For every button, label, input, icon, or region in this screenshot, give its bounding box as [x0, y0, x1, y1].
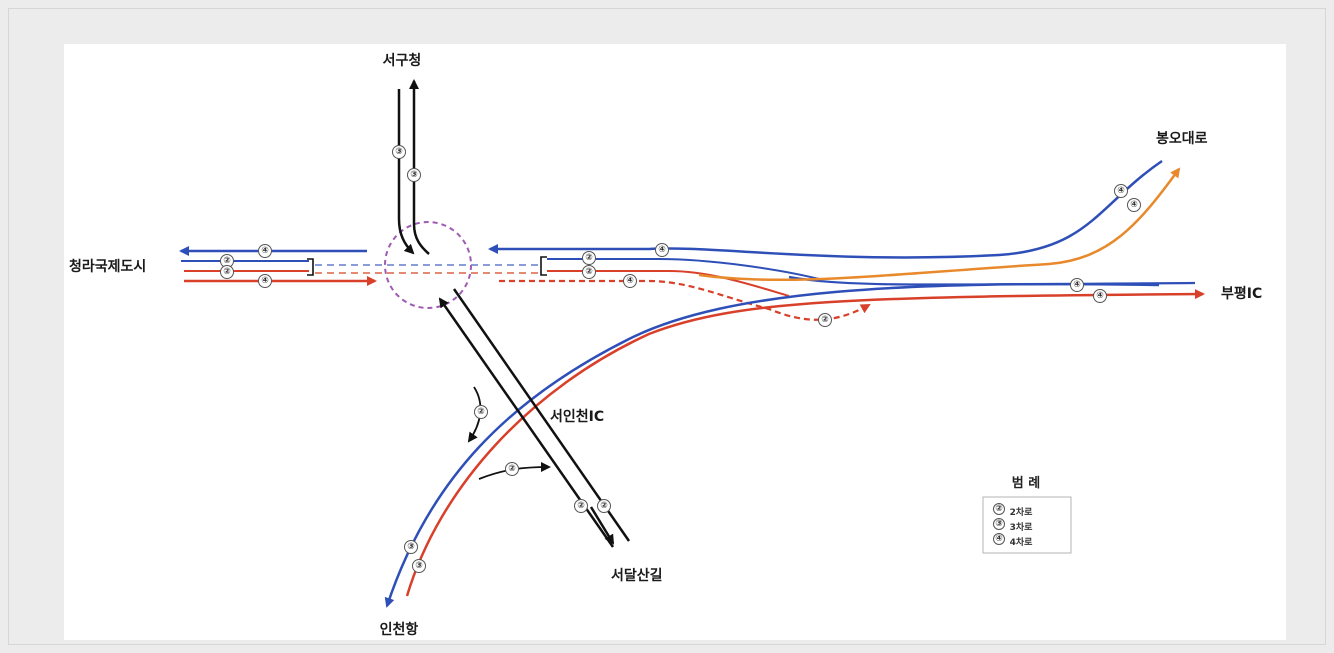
place-label-north: 서구청	[383, 53, 422, 69]
svg-text:②: ②	[585, 253, 593, 263]
place-label-west: 청라국제도시	[69, 259, 146, 275]
orange-to-bongo	[698, 167, 1181, 282]
east-blue-inner	[547, 258, 820, 280]
place-label-center: 서인천IC	[550, 408, 604, 425]
lane-mark: ④	[655, 243, 669, 257]
svg-text:②: ②	[585, 267, 593, 277]
legend-title: 범 례	[1012, 475, 1040, 491]
svg-text:④: ④	[1096, 291, 1104, 301]
svg-text:②: ②	[477, 407, 485, 417]
svg-text:3차로: 3차로	[1010, 521, 1034, 533]
lane-mark: ②	[818, 313, 832, 327]
diagonal-black-southbound	[452, 288, 631, 542]
lane-mark: ③	[407, 168, 421, 182]
lane-mark: ④	[623, 274, 637, 288]
legend: 범 례 ② 2차로 ③ 3차로 ④ 4차로	[982, 475, 1072, 554]
svg-text:4차로: 4차로	[1010, 536, 1034, 548]
lane-mark: ②	[597, 499, 611, 513]
diagonal-black-southbound-end	[589, 506, 615, 545]
svg-text:④: ④	[261, 276, 269, 286]
north-black-southbound	[397, 89, 415, 255]
lane-mark: ②	[220, 265, 234, 279]
east-bracket	[540, 256, 547, 276]
lane-mark: ②	[582, 265, 596, 279]
place-label-east: 부평IC	[1221, 285, 1262, 302]
svg-text:④: ④	[995, 534, 1003, 544]
svg-text:②: ②	[508, 464, 516, 474]
lane-mark: ④	[1114, 184, 1128, 198]
svg-text:③: ③	[995, 519, 1003, 529]
lane-mark: ④	[1093, 289, 1107, 303]
svg-text:②: ②	[821, 315, 829, 325]
svg-text:③: ③	[410, 170, 418, 180]
lane-mark: ③	[392, 145, 406, 159]
diagram-canvas: ④ ② ② ④ ③ ③ ② ④ ② ④ ④ ④ ④ ④ ② ② ② ② ② ③	[64, 44, 1286, 640]
svg-text:④: ④	[1073, 280, 1081, 290]
lane-mark: ④	[1127, 198, 1141, 212]
legend-item: ② 2차로	[993, 503, 1034, 518]
lane-mark: ②	[505, 462, 519, 476]
interchange-diagram: ④ ② ② ④ ③ ③ ② ④ ② ④ ④ ④ ④ ④ ② ② ② ② ② ③	[69, 53, 1262, 638]
legend-item: ④ 4차로	[993, 533, 1034, 548]
svg-text:④: ④	[261, 246, 269, 256]
lane-mark: ④	[258, 244, 272, 258]
svg-text:②: ②	[600, 501, 608, 511]
figure-frame: ④ ② ② ④ ③ ③ ② ④ ② ④ ④ ④ ④ ④ ② ② ② ② ② ③	[8, 8, 1326, 645]
place-label-northeast: 봉오대로	[1156, 131, 1208, 147]
svg-text:②: ②	[223, 256, 231, 266]
lane-mark: ②	[582, 251, 596, 265]
svg-text:②: ②	[995, 504, 1003, 514]
svg-text:④: ④	[1117, 186, 1125, 196]
svg-text:②: ②	[223, 267, 231, 277]
svg-text:③: ③	[395, 147, 403, 157]
legend-item: ③ 3차로	[993, 518, 1034, 533]
west-bracket	[307, 258, 314, 276]
lane-mark: ②	[574, 499, 588, 513]
lane-mark: ③	[404, 540, 418, 554]
lane-mark: ②	[474, 405, 488, 419]
south-red-curve	[405, 289, 1205, 597]
lane-marks: ④ ② ② ④ ③ ③ ② ④ ② ④ ④ ④ ④ ④ ② ② ② ② ② ③	[220, 145, 1141, 573]
lane-mark: ④	[258, 274, 272, 288]
south-blue-curve	[384, 282, 1160, 608]
place-label-southeast: 서달산길	[611, 567, 663, 584]
east-red-eastbound	[499, 279, 871, 321]
svg-text:③: ③	[415, 561, 423, 571]
east-blue-westbound	[488, 159, 1163, 259]
svg-text:②: ②	[577, 501, 585, 511]
svg-text:③: ③	[407, 542, 415, 552]
junction-circle	[384, 221, 472, 309]
svg-text:④: ④	[1130, 200, 1138, 210]
svg-text:2차로: 2차로	[1010, 506, 1034, 518]
svg-text:④: ④	[626, 276, 634, 286]
north-black-northbound	[409, 79, 430, 255]
svg-text:④: ④	[658, 245, 666, 255]
place-label-south: 인천항	[380, 621, 419, 638]
lane-mark: ③	[412, 559, 426, 573]
lane-mark: ④	[1070, 278, 1084, 292]
